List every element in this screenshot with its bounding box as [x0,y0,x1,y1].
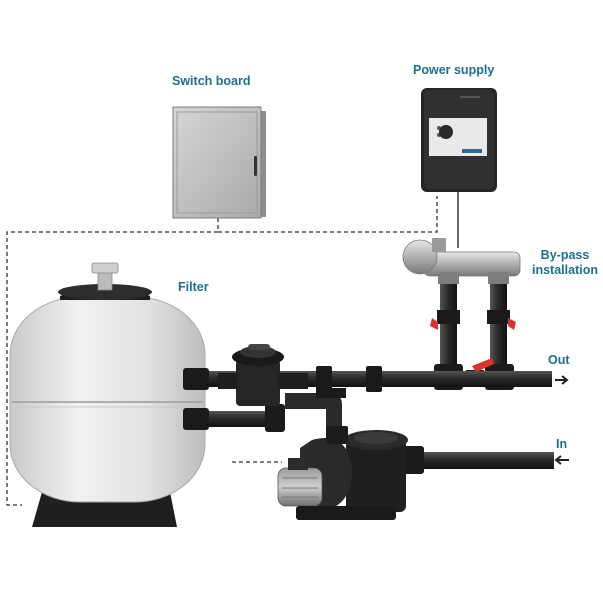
power-supply-unit [421,88,497,192]
pump-strainer-basket [346,440,406,512]
in-arrow-icon [554,455,569,465]
bypass-installation [402,238,521,390]
filter-label: Filter [178,280,209,294]
main-line-valve-handle [472,358,494,372]
out-arrow-icon [555,375,569,385]
switch-board-label: Switch board [172,74,251,88]
power-supply-dial [439,125,453,139]
suction-pipe-in [404,446,569,474]
pump-motor [277,467,323,507]
pool-pump [277,426,408,520]
air-relief-valve [91,262,119,274]
filter-pump-connection-pipe [205,388,346,438]
cable-switchboard-to-power-supply [218,196,438,233]
multiport-valve [218,344,308,406]
power-supply-label: Power supply [413,63,495,77]
in-label: In [556,437,568,451]
switch-board-cabinet [172,106,266,219]
electrical-cables [6,196,438,506]
sand-filter-tank [9,262,209,527]
out-label: Out [548,353,570,367]
bypass-valve-handle-left [430,318,438,330]
bypass-label-line2: installation [532,263,598,277]
cabinet-handle [254,156,257,176]
bypass-installation-label: By-pass installation [532,248,598,278]
bypass-label-line1: By-pass [540,248,590,262]
bypass-valve-handle-right [508,318,516,330]
cable-switchboard-to-filter-side [6,218,219,506]
